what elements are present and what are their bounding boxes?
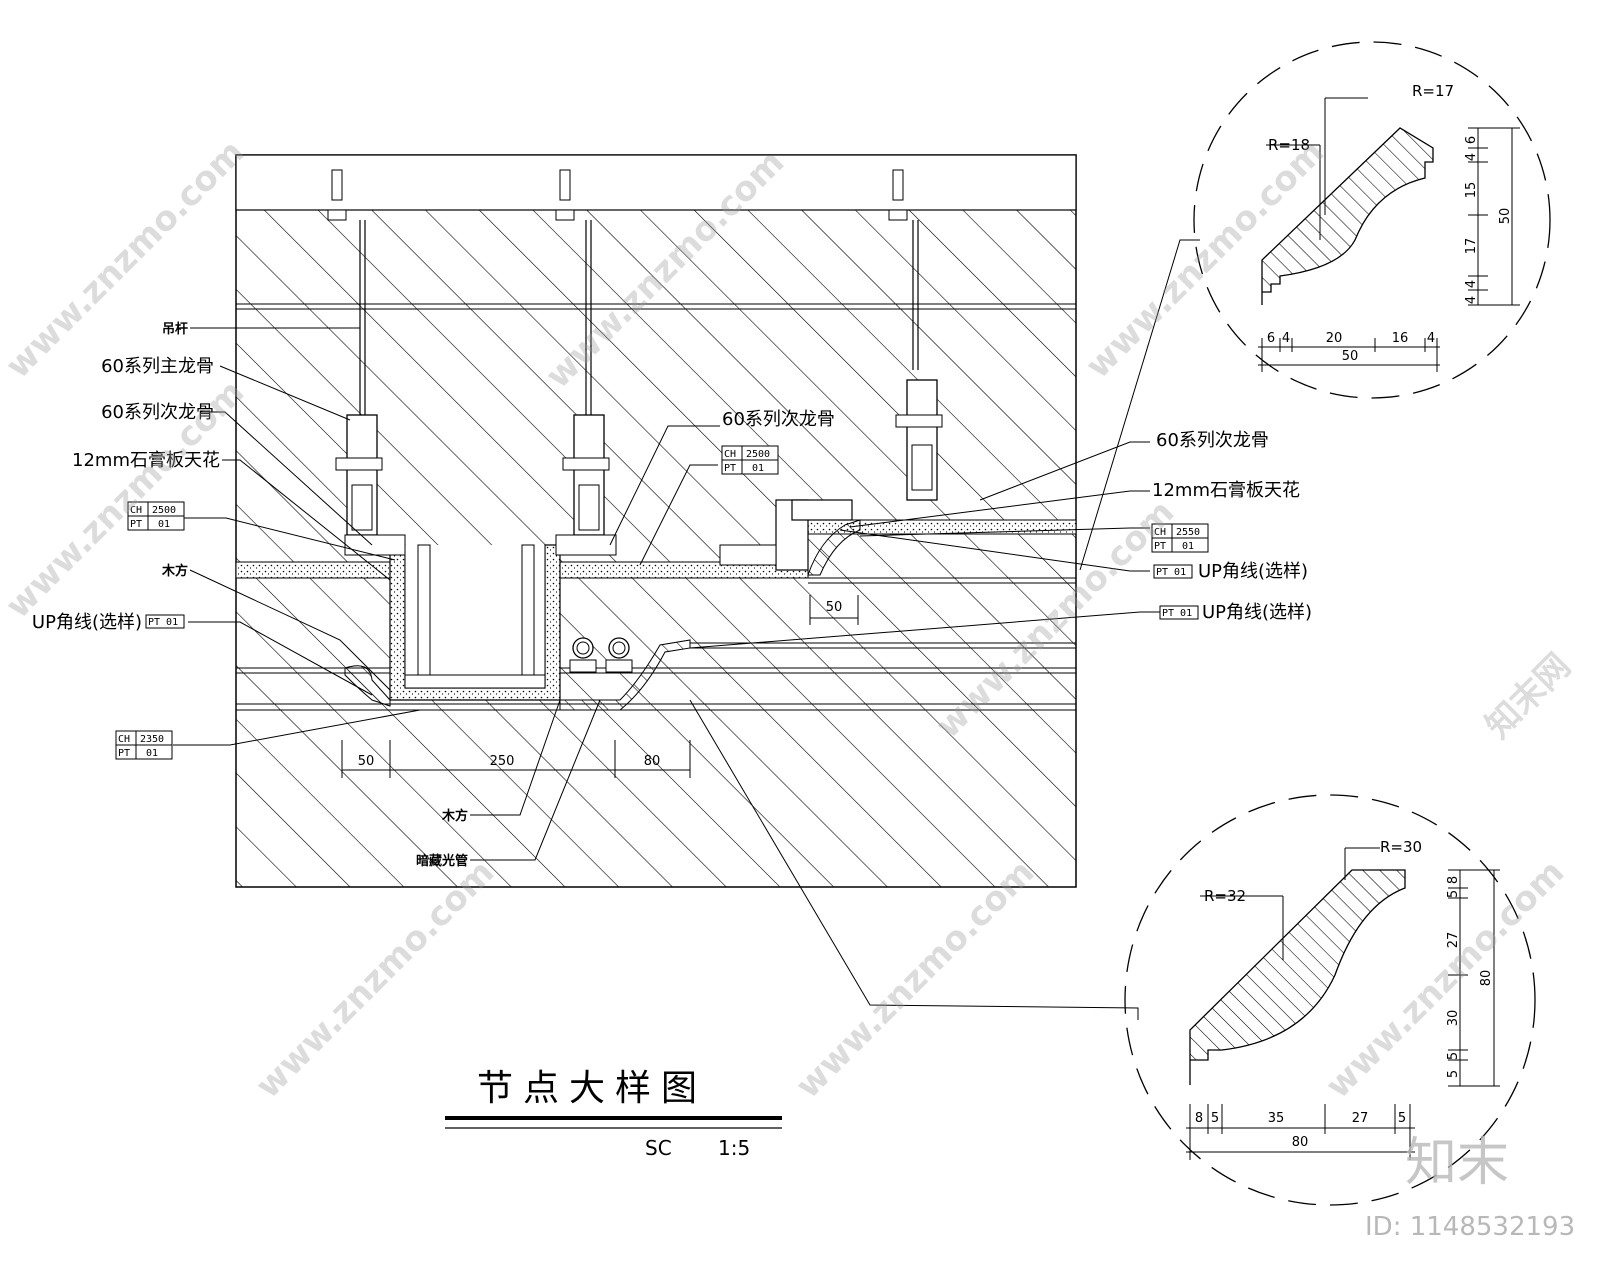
svg-text:5: 5 xyxy=(1446,1052,1461,1060)
drawing-title: 节点大样图 xyxy=(477,1068,707,1109)
section-view: 50 250 80 50 xyxy=(235,154,1077,888)
main-dimension xyxy=(341,595,859,778)
radius-30: R=30 xyxy=(1380,838,1422,856)
label-secondary-keel-center: 60系列次龙骨 xyxy=(722,409,835,430)
cornice-right xyxy=(807,519,861,576)
dim-50-right: 50 xyxy=(826,600,843,615)
label-gypsum-right: 12mm石膏板天花 xyxy=(1152,479,1300,501)
svg-text:PT 01: PT 01 xyxy=(1156,567,1186,578)
svg-text:知末网: 知末网 xyxy=(1478,646,1578,746)
cornice-left xyxy=(344,665,391,707)
dim-50-left: 50 xyxy=(358,754,375,769)
detail-circle-bottom: R=30 R=32 8 5 27 30 5 5 80 8 5 35 27 5 8… xyxy=(1124,794,1536,1206)
svg-text:6: 6 xyxy=(1267,331,1275,346)
svg-text:CH: CH xyxy=(130,505,142,516)
tag-pt-right-2: PT 01 xyxy=(1159,605,1199,620)
tag-ch2550-right: CH 2550 PT 01 xyxy=(1151,523,1209,553)
tag-pt-left: PT 01 xyxy=(145,614,185,629)
radius-17: R=17 xyxy=(1412,82,1454,100)
svg-text:CH: CH xyxy=(118,734,130,745)
label-secondary-keel: 60系列次龙骨 xyxy=(101,402,214,423)
label-gypsum: 12mm石膏板天花 xyxy=(72,449,220,471)
scale-value: 1:5 xyxy=(718,1136,750,1160)
watermark-id: ID: 1148532193 xyxy=(1365,1212,1575,1242)
svg-text:CH: CH xyxy=(724,449,736,460)
radius-32: R=32 xyxy=(1204,887,1246,905)
svg-text:01: 01 xyxy=(146,748,158,759)
watermark-logo: 知末 xyxy=(1405,1133,1509,1193)
svg-text:80: 80 xyxy=(1292,1135,1309,1150)
label-up-line-right-1: UP角线(选样) xyxy=(1198,561,1308,582)
svg-text:50: 50 xyxy=(1498,208,1513,225)
svg-text:PT 01: PT 01 xyxy=(1162,608,1192,619)
svg-text:30: 30 xyxy=(1446,1010,1461,1027)
svg-text:16: 16 xyxy=(1392,331,1409,346)
label-light-tube: 暗藏光管 xyxy=(416,853,468,869)
tag-ch2500-center: CH 2500 PT 01 xyxy=(721,445,779,475)
svg-text:5: 5 xyxy=(1398,1111,1406,1126)
svg-text:www.znzmo.com: www.znzmo.com xyxy=(248,852,502,1106)
detail-circle-top: R=17 R=18 6 4 15 17 4 4 50 6 4 20 16 4 5… xyxy=(1193,41,1551,399)
svg-text:4: 4 xyxy=(1427,331,1435,346)
label-up-line-left: UP角线(选样) xyxy=(32,612,142,633)
svg-text:CH: CH xyxy=(1154,527,1166,538)
leader-lines xyxy=(173,239,1200,1020)
radius-18: R=18 xyxy=(1268,136,1310,154)
svg-text:01: 01 xyxy=(1182,541,1194,552)
svg-text:01: 01 xyxy=(158,519,170,530)
svg-text:50: 50 xyxy=(1342,349,1359,364)
cornice-profile-small xyxy=(1261,127,1434,305)
svg-text:5: 5 xyxy=(1446,1070,1461,1078)
hanger-rod-3 xyxy=(888,169,943,501)
svg-text:01: 01 xyxy=(752,463,764,474)
svg-text:PT 01: PT 01 xyxy=(148,617,178,628)
label-main-keel: 60系列主龙骨 xyxy=(101,356,214,377)
svg-text:27: 27 xyxy=(1352,1111,1369,1126)
svg-text:PT: PT xyxy=(1154,541,1166,552)
tag-ch2350-left: CH 2350 PT 01 xyxy=(115,730,173,760)
dim-250: 250 xyxy=(490,754,515,769)
svg-text:8: 8 xyxy=(1446,876,1461,884)
svg-text:www.znzmo.com: www.znzmo.com xyxy=(0,132,252,386)
label-hanger: 吊杆 xyxy=(162,321,188,337)
svg-text:2500: 2500 xyxy=(152,505,176,516)
svg-text:www.znzmo.com: www.znzmo.com xyxy=(788,852,1042,1106)
svg-text:5: 5 xyxy=(1211,1111,1219,1126)
svg-text:2500: 2500 xyxy=(746,449,770,460)
scale-prefix: SC xyxy=(645,1136,672,1160)
tag-pt-right-1: PT 01 xyxy=(1153,564,1193,579)
hanger-rod-2 xyxy=(555,169,617,556)
label-wood-center: 木方 xyxy=(441,808,468,824)
svg-text:6: 6 xyxy=(1464,136,1479,144)
svg-text:PT: PT xyxy=(118,748,130,759)
hanger-rod-1 xyxy=(327,169,406,556)
svg-text:5: 5 xyxy=(1446,890,1461,898)
svg-text:PT: PT xyxy=(724,463,736,474)
svg-text:20: 20 xyxy=(1326,331,1343,346)
label-wood-left: 木方 xyxy=(161,563,188,579)
svg-text:4: 4 xyxy=(1282,331,1290,346)
svg-text:80: 80 xyxy=(1479,970,1494,987)
cornice-profile-large xyxy=(1189,869,1406,1085)
svg-text:2350: 2350 xyxy=(140,734,164,745)
light-tube-icon xyxy=(569,637,633,673)
svg-text:4: 4 xyxy=(1464,296,1479,304)
svg-text:2550: 2550 xyxy=(1176,527,1200,538)
svg-text:15: 15 xyxy=(1464,182,1479,199)
svg-text:4: 4 xyxy=(1464,153,1479,161)
svg-text:35: 35 xyxy=(1268,1111,1285,1126)
svg-text:17: 17 xyxy=(1464,238,1479,255)
svg-text:PT: PT xyxy=(130,519,142,530)
svg-text:8: 8 xyxy=(1195,1111,1203,1126)
label-up-line-right-2: UP角线(选样) xyxy=(1202,602,1312,623)
tag-ch2500-left: CH 2500 PT 01 xyxy=(127,501,185,531)
dim-80: 80 xyxy=(644,754,661,769)
svg-text:4: 4 xyxy=(1464,280,1479,288)
label-secondary-keel-right: 60系列次龙骨 xyxy=(1156,430,1269,451)
svg-text:27: 27 xyxy=(1446,932,1461,949)
